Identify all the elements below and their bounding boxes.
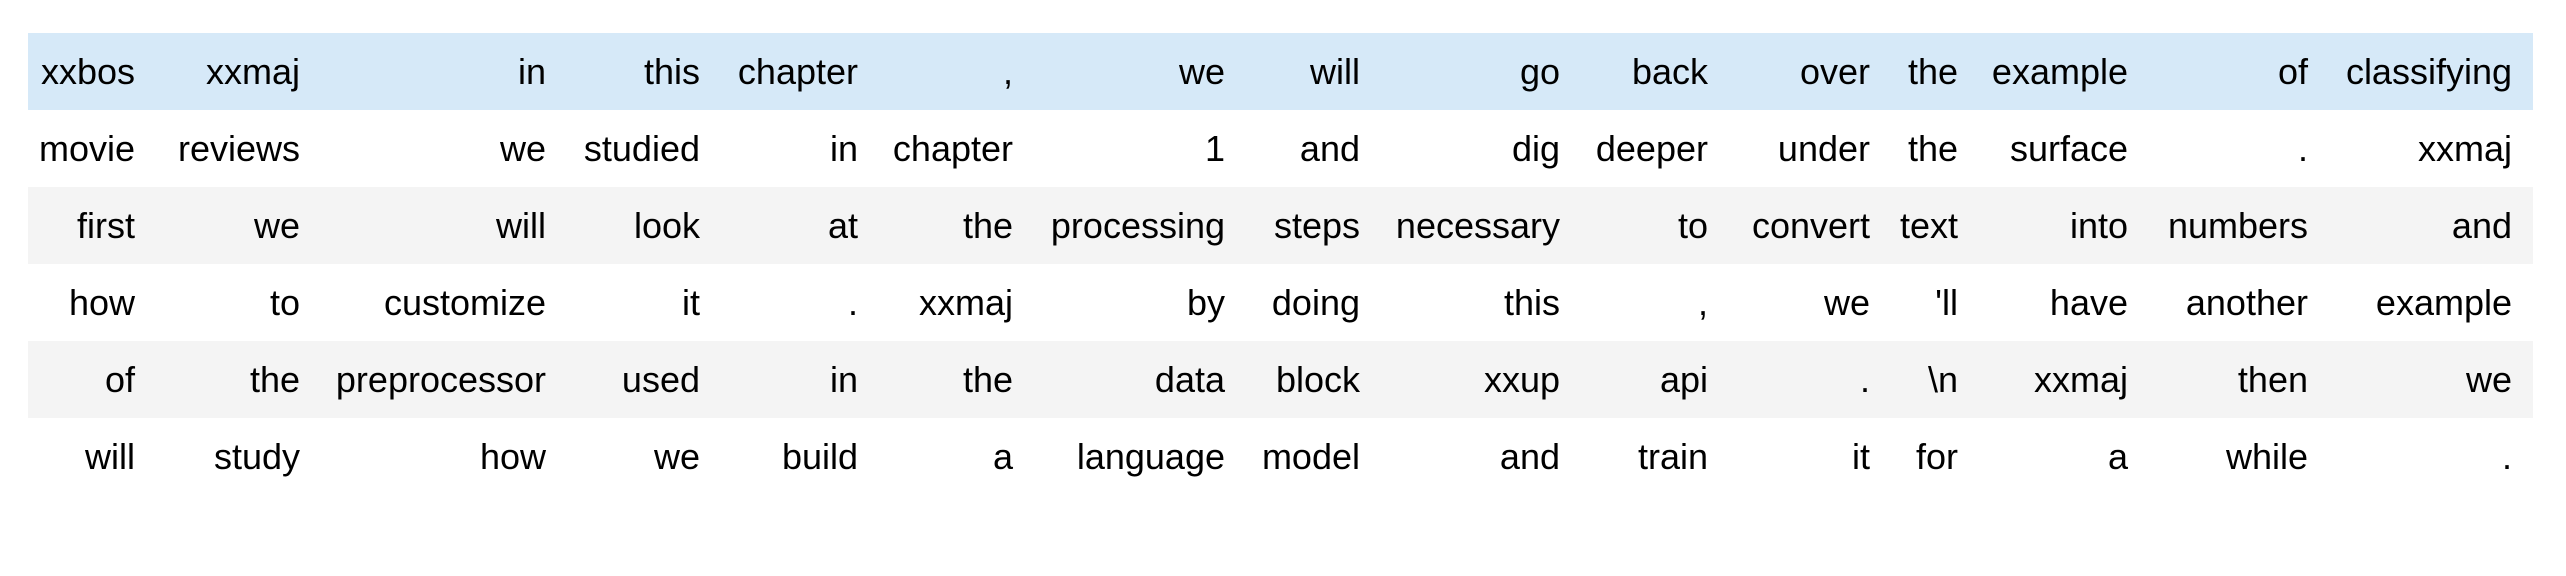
token-cell: in — [517, 51, 546, 92]
table-row: of the preprocessor used in the data block xxup a… — [28, 341, 2533, 418]
token-cell: steps — [1273, 205, 1360, 246]
token-cell: the — [962, 359, 1013, 400]
token-cell: preprocessor — [335, 359, 546, 400]
token-cell: block — [1275, 359, 1360, 400]
token-cell: of — [104, 359, 135, 400]
token-cell: how — [68, 282, 135, 323]
token-cell: the — [249, 359, 300, 400]
token-cell: xxmaj — [2033, 359, 2128, 400]
table-row: will study how we build a language model and trai… — [28, 418, 2533, 495]
token-cell: chapter — [737, 51, 858, 92]
token-cell: the — [962, 205, 1013, 246]
token-cell: study — [213, 436, 300, 477]
token-cell: the — [1907, 128, 1958, 169]
token-cell: surface — [2009, 128, 2128, 169]
token-cell: . — [1859, 359, 1870, 400]
token-cell: and — [1299, 128, 1360, 169]
token-cell: another — [2185, 282, 2308, 323]
token-cell: \n — [1927, 359, 1958, 400]
token-cell: to — [269, 282, 300, 323]
token-cell: it — [682, 282, 700, 323]
token-cell: we — [2465, 359, 2512, 400]
token-cell: of — [2277, 51, 2308, 92]
token-cell: studied — [583, 128, 700, 169]
token-cell: , — [1697, 282, 1708, 323]
token-cell: data — [1154, 359, 1225, 400]
token-cell: into — [2069, 205, 2128, 246]
token-cell: example — [2375, 282, 2512, 323]
token-cell: over — [1799, 51, 1870, 92]
token-cell: back — [1631, 51, 1708, 92]
token-cell: model — [1261, 436, 1360, 477]
token-cell: train — [1637, 436, 1708, 477]
token-table: xxbos xxmaj in this chapter, we will go back over… — [28, 33, 2533, 495]
token-cell: language — [1076, 436, 1225, 477]
token-cell: convert — [1751, 205, 1870, 246]
token-cell: we — [1823, 282, 1870, 323]
token-cell: by — [1186, 282, 1225, 323]
token-cell: build — [781, 436, 858, 477]
token-cell: 'll — [1935, 282, 1958, 323]
token-cell: . — [2297, 128, 2308, 169]
token-cell: this — [1503, 282, 1560, 323]
token-cell: xxbos — [40, 51, 135, 92]
token-cell: doing — [1271, 282, 1360, 323]
token-cell: , — [1002, 51, 1013, 92]
token-cell: then — [2237, 359, 2308, 400]
token-cell: customize — [383, 282, 546, 323]
token-cell: while — [2225, 436, 2308, 477]
token-cell: deeper — [1595, 128, 1708, 169]
token-cell: xxmaj — [918, 282, 1013, 323]
token-cell: numbers — [2167, 205, 2308, 246]
token-cell: . — [2501, 436, 2512, 477]
token-cell: go — [1519, 51, 1560, 92]
token-cell: look — [633, 205, 700, 246]
token-cell: xxup — [1483, 359, 1560, 400]
token-cell: will — [496, 205, 546, 246]
token-cell: in — [829, 128, 858, 169]
token-cell: api — [1659, 359, 1708, 400]
token-cell: xxmaj — [205, 51, 300, 92]
token-cell: reviews — [177, 128, 300, 169]
token-cell: under — [1777, 128, 1870, 169]
token-cell: we — [499, 128, 546, 169]
token-cell: example — [1991, 51, 2128, 92]
token-cell: we — [253, 205, 300, 246]
token-cell: in — [829, 359, 858, 400]
token-cell: processing — [1050, 205, 1225, 246]
token-cell: to — [1677, 205, 1708, 246]
table-row-highlighted: xxbos xxmaj in this chapter, we will go back over… — [28, 33, 2533, 110]
token-cell: will — [1310, 51, 1360, 92]
token-cell: will — [85, 436, 135, 477]
token-cell: text — [1899, 205, 1958, 246]
token-cell: how — [479, 436, 546, 477]
token-table-body: xxbos xxmaj in this chapter, we will go back over… — [28, 33, 2533, 495]
token-cell: first — [77, 205, 135, 246]
table-row: how to customize it. xxmaj by doing this, we 'll h… — [28, 264, 2533, 341]
token-cell: have — [2049, 282, 2128, 323]
token-cell: for — [1915, 436, 1958, 477]
token-cell: we — [1178, 51, 1225, 92]
token-cell: and — [1499, 436, 1560, 477]
token-cell: a — [2107, 436, 2128, 477]
token-cell: necessary — [1395, 205, 1560, 246]
token-cell: it — [1852, 436, 1870, 477]
token-cell: and — [2451, 205, 2512, 246]
token-cell: xxmaj — [2417, 128, 2512, 169]
token-cell: . — [847, 282, 858, 323]
token-cell: at — [827, 205, 858, 246]
token-cell: dig — [1511, 128, 1560, 169]
token-cell: 1 — [1204, 128, 1225, 169]
token-cell: classifying — [2345, 51, 2512, 92]
token-cell: movie — [38, 128, 135, 169]
token-cell: chapter — [892, 128, 1013, 169]
token-cell: the — [1907, 51, 1958, 92]
token-cell: used — [621, 359, 700, 400]
token-cell: we — [653, 436, 700, 477]
token-cell: this — [643, 51, 700, 92]
table-row: first we will look at the processing steps neces… — [28, 187, 2533, 264]
token-cell: a — [992, 436, 1013, 477]
